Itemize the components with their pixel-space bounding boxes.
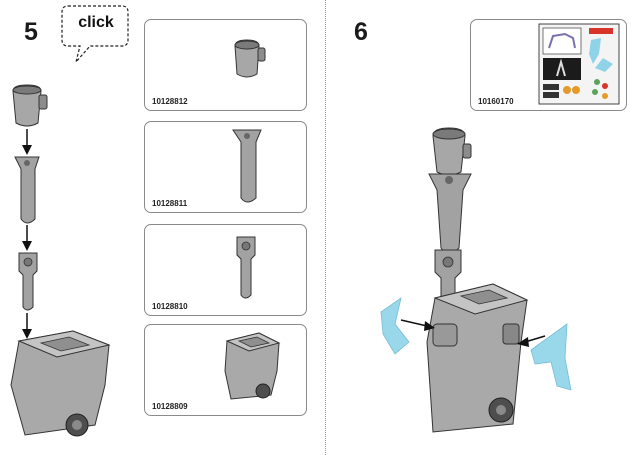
- part-box-1: 10128812: [144, 19, 307, 111]
- head-cup-part: [12, 84, 48, 127]
- base-box-part: [10, 330, 111, 437]
- long-arm-part: [428, 173, 472, 254]
- step-5-assembly-illustration: [10, 84, 111, 437]
- step-5-number: 5: [24, 18, 38, 46]
- click-callout-text: click: [78, 14, 114, 31]
- part-id-label: 10128809: [152, 402, 188, 411]
- part-id-label: 10128810: [152, 302, 188, 311]
- sticker-sheet-illustration: [538, 23, 620, 105]
- head-cup-part: [432, 127, 472, 176]
- placement-arrow-right: [517, 335, 546, 347]
- step-6-number: 6: [354, 18, 368, 46]
- part-box-2: 10128811: [144, 121, 307, 213]
- click-callout-bubble: [61, 5, 129, 63]
- part-box-3: 10128810: [144, 224, 307, 316]
- base-box-part-icon: [224, 332, 281, 400]
- base-box-part: [426, 283, 529, 433]
- step-6-assembly-illustration: [380, 127, 572, 433]
- long-arm-part: [14, 156, 40, 224]
- page-divider: [325, 0, 326, 455]
- sticker-sheet-box: 10160170: [470, 19, 627, 111]
- long-arm-part-icon: [232, 129, 262, 203]
- part-id-label: 10128811: [152, 199, 188, 208]
- blue-sticker-right: [530, 323, 572, 391]
- part-id-label: 10128812: [152, 97, 188, 106]
- sticker-sheet-id-label: 10160170: [478, 97, 514, 106]
- short-arm-part-icon: [236, 236, 256, 299]
- part-box-4: 10128809: [144, 324, 307, 416]
- blue-sticker-left: [380, 297, 410, 355]
- placement-arrow-left: [400, 319, 435, 331]
- head-cup-part-icon: [234, 39, 266, 78]
- short-arm-part: [18, 252, 38, 311]
